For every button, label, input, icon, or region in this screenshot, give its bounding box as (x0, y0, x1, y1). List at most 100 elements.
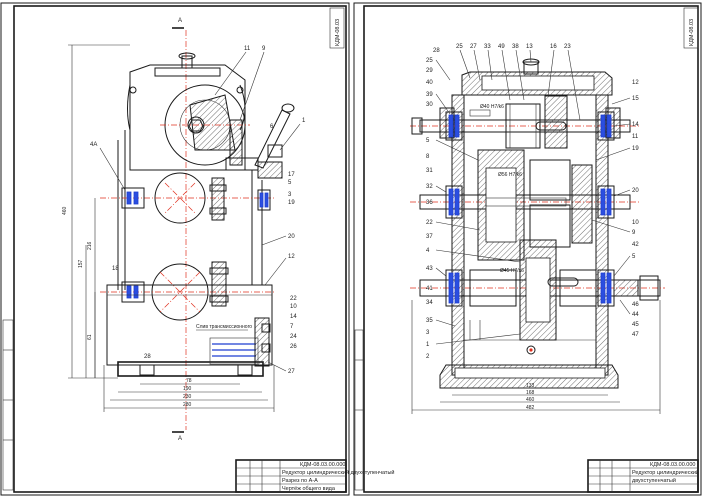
dim-280: 280 (183, 402, 192, 408)
leader-label: 3 (426, 330, 430, 336)
leader-label: 34 (426, 300, 433, 306)
leader-label: 22 (426, 220, 433, 226)
leader-label: 20 (632, 188, 639, 194)
dim-168: 168 (526, 390, 535, 396)
leader-label: 30 (426, 102, 433, 108)
dim-216: 216 (87, 241, 93, 250)
leader-label: 10 (632, 220, 639, 226)
bearing-mid-left (445, 185, 463, 219)
leader-label: 42 (632, 242, 639, 248)
leader-label: 27 (470, 44, 477, 50)
breather-knob (181, 55, 193, 69)
leader-label: 25 (456, 44, 463, 50)
sheet-left: КДМ-08.03 А А (0, 2, 394, 496)
title-line4: Чертёж общего вида (282, 486, 336, 492)
leader-label: 9 (632, 230, 636, 236)
right-leader-labels-right: 15 14 11 19 20 10 9 42 5 46 44 45 47 (591, 96, 639, 338)
leader-label: 14 (290, 314, 297, 320)
dim-482: 482 (526, 405, 535, 411)
leader-label: 15 (632, 96, 639, 102)
leader-label: 32 (426, 184, 433, 190)
dim-78: 78 (186, 378, 192, 384)
left-leader-labels: 11 9 6 1 17 5 3 19 20 4А 12 22 10 14 7 2… (90, 46, 306, 375)
right-leader-labels-top: 28 25 27 33 49 38 13 16 23 12 (433, 44, 639, 121)
dim-61: 61 (87, 334, 93, 340)
leader-label: 8 (426, 154, 430, 160)
corner-stamp-text: КДМ-08.03 (335, 19, 341, 46)
leader-label: 43 (426, 266, 433, 272)
leader-label: 5 (426, 138, 430, 144)
bearing-mid-right (597, 185, 615, 219)
shift-lever (254, 109, 291, 169)
leader-label: 41 (426, 286, 433, 292)
leader-label: 12 (632, 80, 639, 86)
title-line2: Редуктор цилиндрический двухступенчатый (282, 469, 394, 476)
dim-460-right: 460 (526, 397, 535, 403)
leader-label: 27 (288, 369, 295, 375)
lever-bracket (229, 119, 243, 166)
dim-460: 460 (62, 206, 68, 215)
leader-label: 18 (112, 266, 119, 272)
leader-label: 22 (290, 296, 297, 302)
leader-label: 25 (426, 58, 433, 64)
leader-label: 9 (262, 46, 266, 52)
leader-label: 44 (632, 312, 639, 318)
title-code: КДМ-08.03.00.000 (300, 462, 345, 468)
leader-label: 28 (433, 48, 440, 54)
dim-133: 133 (526, 383, 535, 389)
leader-label: 31 (426, 168, 433, 174)
leader-label: 19 (632, 146, 639, 152)
leader-label: 20 (288, 234, 295, 240)
sheet-left-inner-frame (13, 5, 347, 493)
leader-label: 26 (290, 344, 297, 350)
leader-label: 39 (426, 92, 433, 98)
title-line3: Разрез по А-А (282, 478, 318, 484)
corner-stamp-text-right: КДМ-08.03 (689, 19, 695, 46)
leader-label: 33 (484, 44, 491, 50)
fit-note-1: Ø40 H7/k6 (480, 104, 504, 110)
sheet-right: КДМ-08.03 (353, 2, 702, 496)
leader-label: 17 (288, 172, 295, 178)
leader-label: 3 (288, 192, 292, 198)
bearing-input-left (445, 111, 463, 141)
leader-label: 12 (288, 254, 295, 260)
bearing-out-left (445, 269, 463, 307)
oil-sump (209, 337, 259, 365)
section-marker-bottom: А (178, 436, 182, 442)
leader-label: 38 (512, 44, 519, 50)
lower-bolt (211, 261, 227, 307)
title-line3-right: двухступенчатый (632, 477, 676, 484)
note-drain: Слив трансмиссионного (196, 324, 252, 330)
leader-label: 6 (270, 124, 274, 130)
leader-label: 29 (426, 68, 433, 74)
right-leader-labels-left: 25 29 40 39 30 5 8 31 32 36 22 37 4 43 4… (426, 58, 521, 360)
input-pinion (505, 103, 541, 149)
fit-note-3: Ø45 H7/s6 (500, 268, 524, 274)
leader-label: 16 (550, 44, 557, 50)
leader-label: 5 (288, 180, 292, 186)
corner-stamp-box (329, 7, 345, 49)
housing-base (106, 284, 273, 366)
leader-label: 2 (426, 354, 430, 360)
dim-230: 230 (183, 394, 192, 400)
dim-190: 190 (183, 386, 192, 392)
leader-label: 5 (632, 254, 636, 260)
intermediate-pinion (529, 159, 571, 201)
leader-label: 11 (244, 46, 251, 52)
dim-157: 157 (78, 259, 84, 268)
sheet-left-outer-border (0, 2, 350, 496)
leader-label: 47 (632, 332, 639, 338)
title-code-right: КДМ-08.03.00.000 (650, 462, 695, 468)
leader-label: 1 (426, 342, 430, 348)
leader-label: 7 (290, 324, 294, 330)
section-marker-top: А (178, 18, 182, 24)
housing-cover (129, 64, 246, 171)
leader-label: 36 (426, 200, 433, 206)
leader-label: 1 (302, 118, 306, 124)
drain-hole (526, 345, 536, 355)
sheet-right-inner-frame (363, 5, 699, 493)
leader-label: 28 (144, 354, 151, 360)
middle-bearing-left (121, 187, 145, 209)
title-block-left: КДМ-08.03.00.000 Редуктор цилиндрический… (235, 459, 394, 493)
